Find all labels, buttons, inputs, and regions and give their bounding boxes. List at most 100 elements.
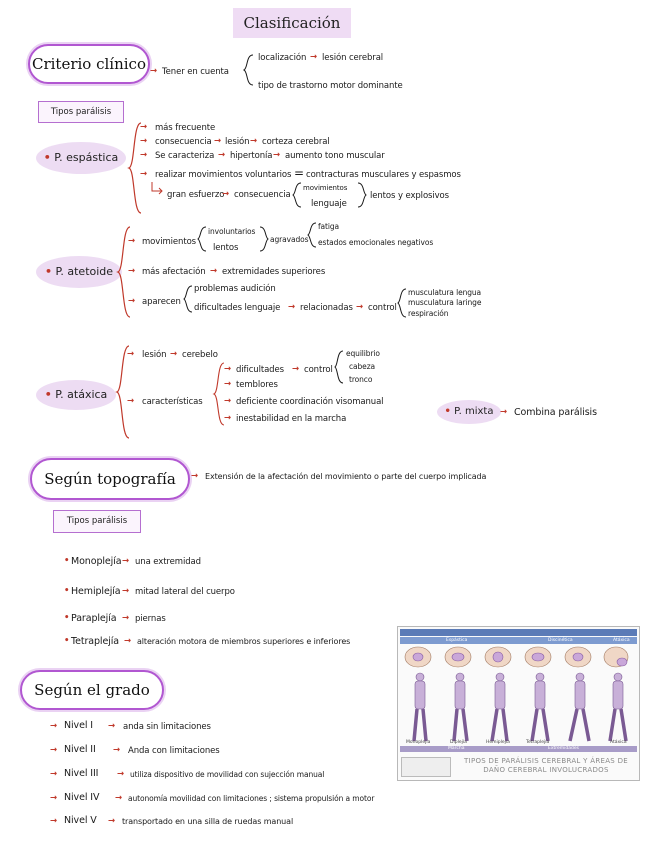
atetoide-mov: movimientos: [142, 237, 196, 247]
bullet-icon: •: [64, 636, 70, 646]
brace-icon: [197, 226, 207, 252]
atetoide-lentos: lentos: [213, 243, 239, 253]
espastica-l4a: realizar movimientos voluntarios: [155, 170, 292, 180]
arrow-icon: →: [191, 471, 199, 481]
figure-label-3: Tetraplejía: [526, 740, 550, 745]
arrow-icon: →: [170, 349, 178, 359]
espastica-l3c: aumento tono muscular: [285, 151, 385, 161]
topografia-desc-2: piernas: [135, 614, 166, 624]
equals-sign: =: [294, 166, 304, 180]
arrow-icon: →: [224, 413, 232, 423]
ataxica-temblores: temblores: [236, 380, 278, 390]
figure-label-5: Atáxica: [610, 740, 627, 745]
ataxica-dif: dificultades: [236, 365, 284, 375]
figure-label-0: Monoplejía: [406, 740, 431, 745]
atetoide-mas: más afectación: [142, 267, 206, 277]
arrow-icon: →: [113, 745, 121, 755]
topografia-term-1: Hemiplejía: [71, 586, 121, 597]
espastica-l4b: contracturas musculares y espasmos: [306, 170, 461, 180]
atetoide-prob: problemas audición: [194, 284, 276, 294]
espastica-l5c: movimientos: [303, 184, 348, 192]
arrow-icon: →: [214, 136, 222, 146]
espastica-l5b: consecuencia: [234, 190, 291, 200]
arrow-icon: →: [140, 136, 148, 146]
arrow-icon: →: [150, 66, 158, 76]
espastica-label: • P. espástica: [36, 142, 126, 174]
espastica-l5a: gran esfuerzo: [167, 190, 225, 200]
topografia-heading: Según topografía: [30, 458, 190, 500]
grado-desc-1: Anda con limitaciones: [128, 746, 220, 756]
figure-subheader-bar: [400, 637, 637, 644]
mixta-label: • P. mixta: [437, 400, 501, 424]
ataxica-cabeza: cabeza: [349, 362, 376, 371]
arrow-icon: →: [140, 122, 148, 132]
espastica-l3b: hipertonía: [230, 151, 273, 161]
espastica-l2b: lesión: [225, 137, 250, 147]
arrow-icon: →: [356, 302, 364, 312]
atetoide-dific: dificultades lenguaje: [194, 303, 281, 313]
ataxica-inest: inestabilidad en la marcha: [236, 414, 347, 424]
figure-footer-bar: [400, 746, 637, 752]
figure-head-left: Espástica: [446, 638, 468, 643]
topografia-desc: Extensión de la afectación del movimient…: [205, 472, 487, 481]
arrow-icon: →: [210, 266, 218, 276]
brace-icon: [357, 182, 367, 208]
arrow-icon: →: [128, 266, 136, 276]
brace-icon: [292, 182, 302, 208]
arrow-icon: →: [50, 769, 58, 779]
espastica-l5e: lentos y explosivos: [370, 191, 449, 201]
espastica-l5d: lenguaje: [311, 199, 347, 209]
figure-foot-mid: Extremidades: [548, 746, 580, 751]
topografia-desc-3: alteración motora de miembros superiores…: [137, 637, 351, 646]
bullet-icon: •: [64, 586, 70, 596]
cerebral-palsy-figure: Espástica Discinética Atáxica Mo: [397, 626, 640, 781]
tipos-paralisis-box: Tipos parálisis: [53, 510, 141, 533]
arrow-icon: [151, 182, 163, 195]
atetoide-invol: involuntarios: [208, 227, 256, 236]
arrow-icon: →: [122, 586, 130, 596]
ataxica-equil: equilibrio: [346, 349, 380, 358]
atetoide-fatiga: fatiga: [318, 222, 340, 231]
arrow-icon: →: [273, 150, 281, 160]
grado-desc-4: transportado en una silla de ruedas manu…: [122, 817, 294, 826]
lesion-cerebral-text: lesión cerebral: [322, 53, 384, 63]
espastica-l2c: corteza cerebral: [262, 137, 330, 147]
bullet-icon: •: [64, 556, 70, 566]
brace-icon: [183, 285, 193, 313]
arrow-icon: →: [140, 150, 148, 160]
brace-icon: [116, 226, 131, 318]
atetoide-estados: estados emocionales negativos: [318, 238, 434, 247]
arrow-icon: →: [128, 236, 136, 246]
tener-text: Tener en cuenta: [162, 67, 229, 77]
figure-label-1: Diplejía: [450, 740, 467, 745]
brace-icon: [259, 226, 269, 252]
grado-term-2: Nivel III: [64, 768, 99, 779]
brain-and-body-illustrations: [404, 646, 629, 742]
ataxica-tronco: tronco: [349, 375, 373, 384]
atetoide-rel: relacionadas: [300, 303, 353, 313]
grado-term-3: Nivel IV: [64, 792, 100, 803]
atetoide-control: control: [368, 303, 397, 313]
page-title: Clasificación: [233, 8, 351, 38]
topografia-desc-1: mitad lateral del cuerpo: [135, 587, 235, 597]
atetoide-aparecen: aparecen: [142, 297, 181, 307]
atetoide-label: • P. atetoide: [36, 256, 122, 288]
localizacion-text: localización: [258, 53, 307, 63]
bullet-icon: •: [64, 613, 70, 623]
arrow-icon: →: [224, 379, 232, 389]
grado-heading: Según el grado: [20, 670, 164, 710]
ataxica-label: • P. atáxica: [36, 380, 116, 410]
arrow-icon: →: [122, 613, 130, 623]
figure-label-2: Hemiplejía: [486, 740, 510, 745]
arrow-icon: →: [50, 816, 58, 826]
arrow-icon: →: [124, 636, 132, 646]
ataxica-lesion: lesión: [142, 350, 167, 360]
brace-icon: [242, 54, 254, 86]
arrow-icon: →: [50, 721, 58, 731]
grado-desc-0: anda sin limitaciones: [123, 722, 211, 732]
espastica-l3a: Se caracteriza: [155, 151, 215, 161]
arrow-icon: →: [224, 364, 232, 374]
arrow-icon: →: [222, 189, 230, 199]
grado-desc-3: autonomía movilidad con limitaciones ; s…: [128, 794, 375, 803]
